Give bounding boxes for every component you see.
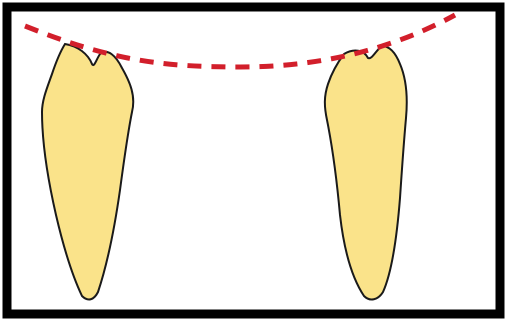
diagram [0,0,507,321]
diagram-canvas [0,0,507,321]
